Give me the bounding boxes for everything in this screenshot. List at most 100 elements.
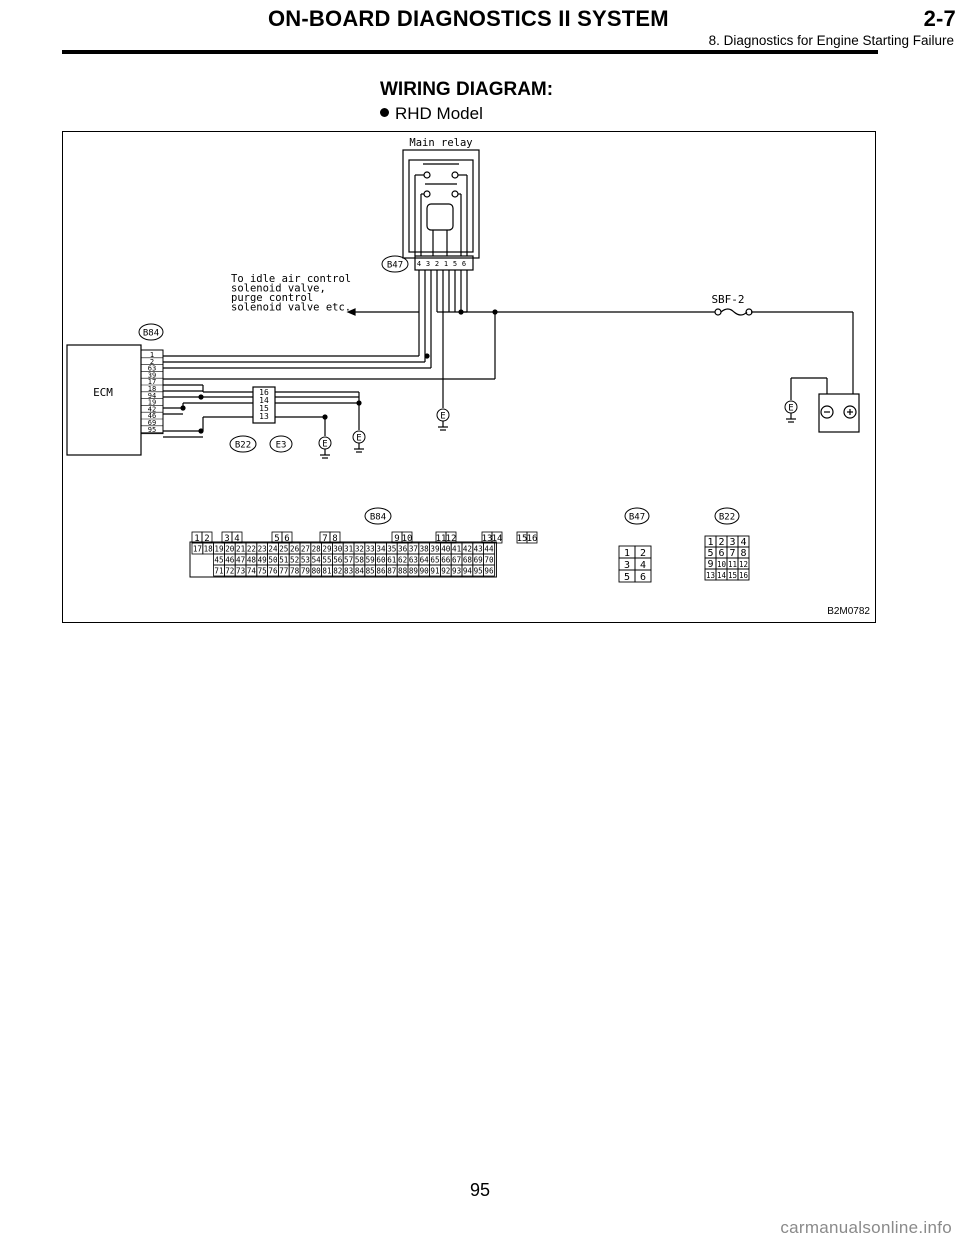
- b84-pin-61: 61: [387, 556, 397, 565]
- b84-pin-82: 82: [333, 567, 342, 576]
- ecm-box: [66, 344, 142, 456]
- b84-pin-13: 13: [482, 534, 493, 544]
- b84-pin-55: 55: [322, 556, 331, 565]
- b84-pin-1: 1: [194, 534, 199, 544]
- b84-pin-70: 70: [484, 556, 494, 565]
- b84-pin-49: 49: [258, 556, 268, 565]
- joint-connector-block: [252, 386, 276, 424]
- b84-pin-48: 48: [247, 556, 257, 565]
- b47-cell: [634, 569, 652, 583]
- b84-pin-56: 56: [333, 556, 343, 565]
- ground-joint-2: E: [356, 434, 361, 444]
- joint-connector-b22: B22: [235, 441, 251, 451]
- b22-cell: [737, 568, 750, 581]
- b84-pin-37: 37: [409, 545, 418, 554]
- connector-view-b47-label-oval: [624, 507, 650, 525]
- b84-pin-77: 77: [279, 567, 288, 576]
- b84-pin-88: 88: [398, 567, 408, 576]
- watermark: carmanualsonline.info: [780, 1218, 952, 1237]
- b84-pin-69: 69: [474, 556, 484, 565]
- relay-connector-label: B47: [387, 261, 403, 271]
- ecm-pin-18: 18: [148, 385, 156, 393]
- b84-pin-92: 92: [441, 567, 450, 576]
- b84-pin-12: 12: [446, 534, 457, 544]
- b47-pin-2: 2: [640, 548, 646, 559]
- b84-pin-60: 60: [376, 556, 386, 565]
- b84-pin-44: 44: [484, 545, 494, 554]
- b84-pin-24: 24: [268, 545, 278, 554]
- b84-pin-35: 35: [387, 545, 396, 554]
- b84-pin-86: 86: [376, 567, 386, 576]
- splice-dot: [198, 428, 204, 434]
- b84-pin-90: 90: [420, 567, 430, 576]
- b84-pin-7: 7: [322, 534, 327, 544]
- bullet-icon: [380, 108, 389, 117]
- splice-dot: [322, 414, 328, 420]
- b84-pin-59: 59: [366, 556, 376, 565]
- b84-pin-2: 2: [204, 534, 209, 544]
- ecm-pin-95: 95: [148, 426, 156, 434]
- connector-view-b84-label: B84: [370, 513, 386, 523]
- joint-pin-13: 13: [259, 412, 269, 421]
- b84-pin-28: 28: [312, 545, 322, 554]
- b84-pin-75: 75: [258, 567, 267, 576]
- splice-dot: [492, 309, 498, 315]
- b84-pin-4: 4: [234, 534, 239, 544]
- ecm-pin-39: 39: [148, 371, 156, 379]
- b84-pin-68: 68: [463, 556, 473, 565]
- battery-box: [818, 393, 860, 433]
- b84-pin-46: 46: [225, 556, 235, 565]
- b47-pin-1: 1: [624, 548, 630, 559]
- b84-pin-33: 33: [366, 545, 375, 554]
- b22-pin-12: 12: [739, 560, 748, 569]
- joint-connector-b22-oval: [229, 435, 257, 453]
- b84-pin-67: 67: [452, 556, 461, 565]
- joint-connector-e3-oval: [269, 435, 293, 453]
- b84-pin-42: 42: [463, 545, 472, 554]
- b84-pin-26: 26: [290, 545, 300, 554]
- model-line: RHD Model: [380, 104, 483, 124]
- b84-pin-83: 83: [344, 567, 353, 576]
- splice-dot: [458, 309, 464, 315]
- b84-pin-51: 51: [279, 556, 289, 565]
- b22-pin-13: 13: [706, 571, 715, 580]
- destination-label-line: purge control: [231, 292, 313, 304]
- joint-pin-16: 16: [259, 388, 269, 397]
- relay-pin-5: 5: [453, 260, 457, 268]
- main-relay-label: Main relay: [409, 137, 472, 149]
- b84-pin-52: 52: [290, 556, 299, 565]
- b84-pin-32: 32: [355, 545, 364, 554]
- destination-label-line: To idle air control: [231, 273, 351, 285]
- b84-pin-18: 18: [204, 545, 214, 554]
- relay-pin-4: 4: [417, 260, 421, 268]
- ecm-pin-2: 2: [150, 358, 154, 366]
- b84-cell: [491, 531, 503, 544]
- b84-pin-80: 80: [312, 567, 322, 576]
- b84-pin-22: 22: [247, 545, 256, 554]
- splice-dot: [424, 353, 430, 359]
- b84-pin-20: 20: [225, 545, 235, 554]
- header-title: ON-BOARD DIAGNOSTICS II SYSTEM: [268, 6, 669, 31]
- b47-pin-5: 5: [624, 572, 630, 583]
- b22-pin-16: 16: [739, 571, 749, 580]
- b84-pin-94: 94: [463, 567, 473, 576]
- connector-view-b22-label: B22: [719, 513, 735, 523]
- joint-connector-e3: E3: [276, 441, 287, 451]
- b84-pin-43: 43: [474, 545, 483, 554]
- splice-dot: [180, 405, 186, 411]
- b22-pin-5: 5: [707, 548, 713, 559]
- b84-pin-38: 38: [420, 545, 430, 554]
- b84-pin-62: 62: [398, 556, 407, 565]
- relay-pin-3: 3: [426, 260, 430, 268]
- b84-pin-29: 29: [322, 545, 332, 554]
- destination-label-line: solenoid valve,: [231, 283, 326, 295]
- b84-pin-40: 40: [441, 545, 451, 554]
- connector-view-b84-label-oval: [364, 507, 392, 525]
- b84-pin-45: 45: [214, 556, 223, 565]
- b84-pin-34: 34: [376, 545, 386, 554]
- b22-pin-10: 10: [717, 560, 727, 569]
- ecm-pin-19: 19: [148, 399, 156, 407]
- joint-pin-15: 15: [259, 404, 269, 413]
- b84-pin-93: 93: [452, 567, 461, 576]
- relay-pin-1: 1: [444, 260, 448, 268]
